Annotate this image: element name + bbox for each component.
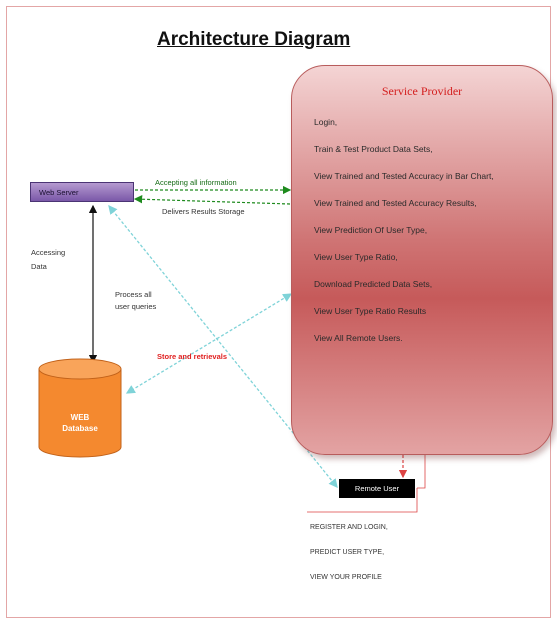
delivers-storage-arrow bbox=[133, 195, 291, 205]
delivers-storage-label: Delivers Results Storage bbox=[162, 207, 245, 216]
database-label-line2: Database bbox=[62, 424, 98, 433]
web-server-node: Web Server bbox=[30, 182, 134, 202]
diagram-page: Architecture Diagram bbox=[6, 6, 553, 618]
page-title: Architecture Diagram bbox=[157, 29, 351, 50]
service-provider-box: Service Provider Login, Train & Test Pro… bbox=[291, 65, 553, 455]
remote-user-list: REGISTER AND LOGIN, PREDICT USER TYPE, V… bbox=[310, 523, 388, 598]
store-retrievals-arrow bbox=[125, 293, 293, 394]
ru-item-predict-user-type: PREDICT USER TYPE, bbox=[310, 549, 385, 556]
sp-item-accuracy-results: View Trained and Tested Accuracy Results… bbox=[314, 198, 477, 208]
sp-item-ratio-results: View User Type Ratio Results bbox=[314, 306, 427, 316]
accessing-data-label-1: Accessing bbox=[31, 248, 66, 257]
accessing-data-label-2: Data bbox=[31, 262, 47, 271]
sp-item-remote-users: View All Remote Users. bbox=[314, 333, 403, 343]
store-retrievals-label: Store and retrievals bbox=[157, 352, 228, 361]
process-queries-label-1: Process all bbox=[115, 290, 152, 299]
process-queries-label-2: user queries bbox=[115, 302, 157, 311]
service-provider-list: Login, Train & Test Product Data Sets, V… bbox=[314, 116, 540, 359]
database-cylinder-icon bbox=[38, 358, 122, 458]
ru-item-register-login: REGISTER AND LOGIN, bbox=[310, 524, 388, 531]
sp-item-download-datasets: Download Predicted Data Sets, bbox=[314, 279, 433, 289]
ru-item-view-profile: VIEW YOUR PROFILE bbox=[310, 574, 382, 581]
remote-user-bracket bbox=[307, 455, 426, 513]
remote-user-node: Remote User bbox=[339, 479, 415, 498]
sp-item-user-type-ratio: View User Type Ratio, bbox=[314, 252, 398, 262]
accepting-info-label: Accepting all information bbox=[155, 178, 237, 187]
sp-item-prediction-user-type: View Prediction Of User Type, bbox=[314, 225, 428, 235]
database-label-line1: WEB bbox=[70, 413, 90, 422]
sp-item-login: Login, bbox=[314, 117, 338, 127]
database-label: WEB Database bbox=[37, 412, 123, 434]
service-provider-title: Service Provider bbox=[381, 84, 463, 98]
sp-item-train-test: Train & Test Product Data Sets, bbox=[314, 144, 433, 154]
sp-item-accuracy-bar-chart: View Trained and Tested Accuracy in Bar … bbox=[314, 171, 494, 181]
